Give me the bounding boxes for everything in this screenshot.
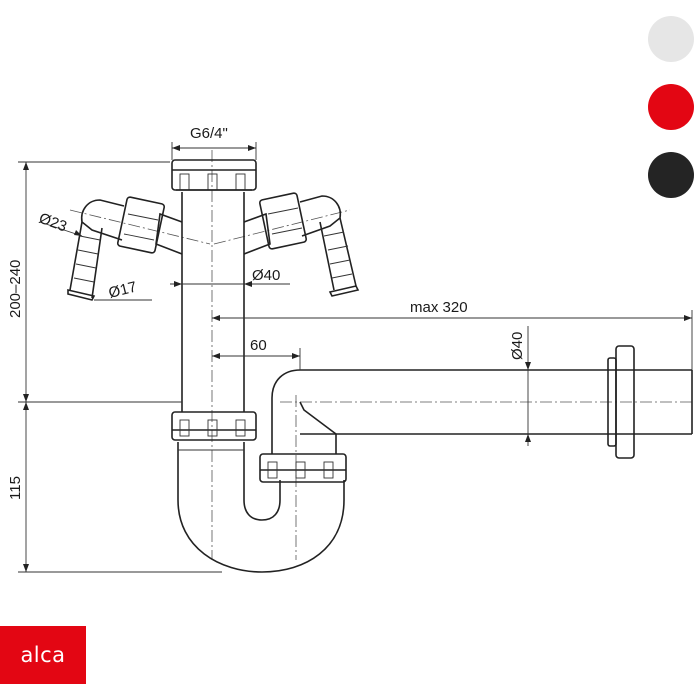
wall-flange	[607, 345, 693, 459]
label-pipe-horizontal: Ø40	[509, 332, 526, 360]
dim-height-upper	[18, 161, 182, 403]
label-inlet-small: Ø17	[107, 279, 139, 302]
label-pipe-vertical: Ø40	[252, 267, 280, 284]
dim-offset	[212, 348, 301, 370]
label-thread: G6/4"	[190, 125, 228, 142]
color-swatch-red[interactable]	[648, 84, 694, 130]
label-height-upper: 200–240	[7, 260, 24, 318]
centerline-right-inlet	[213, 209, 351, 245]
brand-logo-text: alca	[20, 643, 66, 667]
u-bend-trap	[177, 442, 345, 573]
label-offset: 60	[250, 337, 267, 354]
label-height-lower: 115	[7, 476, 24, 500]
dim-thread-width	[171, 142, 257, 160]
outlet-riser	[259, 369, 692, 483]
right-hose-connector	[243, 192, 360, 297]
brand-logo: alca	[0, 626, 86, 684]
label-length-max: max 320	[410, 299, 468, 316]
left-hose-connector	[67, 196, 183, 301]
dim-horizontal-diameter	[525, 326, 531, 446]
label-inlet-large: Ø23	[37, 210, 69, 236]
centerline-left-inlet	[69, 209, 211, 245]
lower-nut	[171, 411, 257, 441]
vertical-pipe	[181, 192, 245, 412]
color-swatch-white[interactable]	[648, 16, 694, 62]
color-swatch-black[interactable]	[648, 152, 694, 198]
dim-length-max	[212, 310, 693, 370]
top-nut	[171, 159, 257, 191]
dim-height-lower	[18, 402, 222, 573]
dim-vertical-diameter	[170, 281, 290, 287]
